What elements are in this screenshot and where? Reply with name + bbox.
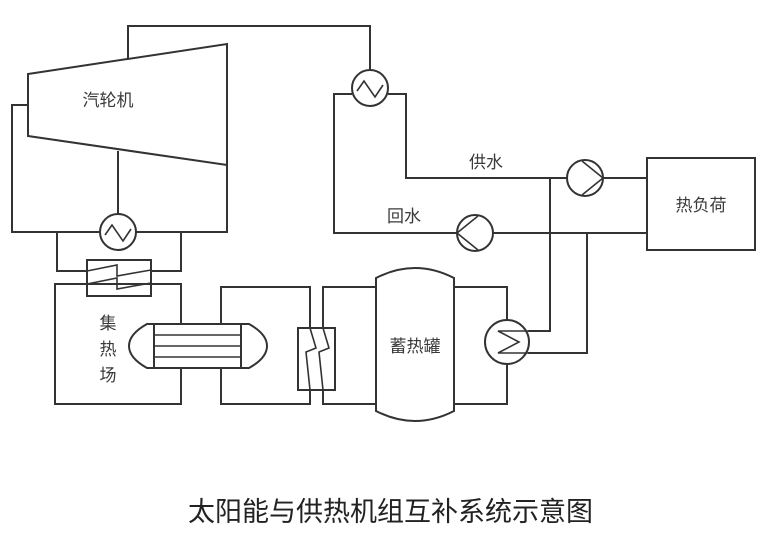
heater-zigzag-icon (356, 79, 384, 99)
supply-water-label: 供水 (469, 153, 503, 173)
return-pump (455, 214, 494, 252)
condenser-zigzag-icon (104, 223, 132, 243)
heat-load-box (646, 157, 756, 251)
figure-caption: 太阳能与供热机组互补系统示意图 (188, 497, 593, 528)
oil-loop-pipe (220, 286, 311, 328)
discharge-supply-pipe (528, 178, 551, 332)
solar-collector-field: 集 热 场 (54, 283, 182, 405)
hx1-upper-loop (56, 232, 87, 272)
steam-turbine: 汽轮机 (27, 42, 228, 167)
heat-load-label: 热负荷 (676, 196, 727, 216)
heater-supply-pipe (388, 93, 567, 179)
supply-pump (566, 159, 605, 197)
condenser-heat-exchanger (99, 213, 137, 251)
solar-field-label-3: 场 (100, 366, 117, 386)
tube-shell (127, 323, 269, 369)
tank-discharge-return-pipe (454, 364, 508, 405)
hx2-box (297, 327, 336, 391)
supply-pump-arrow-icon (581, 160, 605, 196)
oil-loop-return-pipe (220, 368, 311, 405)
heat-load: 热负荷 (646, 157, 756, 251)
hx1-zigzag-upper-icon (86, 264, 152, 277)
return-pump-arrow-icon (455, 215, 479, 251)
plate-heat-exchanger-1 (86, 259, 152, 297)
tank-charge-pipe (322, 286, 375, 328)
heater-return-pipe (333, 93, 457, 234)
turbine-label: 汽轮机 (83, 91, 134, 111)
collector-tube-exchanger (127, 323, 269, 369)
discharge-hx-circle (484, 319, 530, 365)
turbine-inlet-pipe (11, 104, 100, 233)
return-pump-circle (456, 214, 494, 252)
tank-discharge-pipe (454, 286, 508, 320)
discharge-return-pipe (528, 233, 588, 354)
solar-field-label-2: 热 (100, 340, 117, 360)
peak-heater (351, 69, 389, 107)
extraction-steam-pipe (127, 25, 371, 70)
condenser-circle (99, 213, 137, 251)
tank-shape (375, 267, 455, 422)
return-water-label: 回水 (387, 207, 421, 227)
plate-heat-exchanger-2 (297, 327, 336, 391)
tank-label: 蓄热罐 (390, 337, 441, 357)
hx1-upper-loop-right (151, 232, 182, 272)
turbine-outlet-pipe (136, 165, 228, 233)
hx1-box (86, 259, 152, 297)
discharge-hx-zigzag-icon (497, 330, 528, 354)
thermal-storage-tank: 蓄热罐 (375, 267, 455, 422)
hx2-zigzag-left-icon (305, 327, 317, 391)
heater-circle (351, 69, 389, 107)
hx2-zigzag-right-icon (318, 327, 330, 391)
discharge-heat-exchanger (484, 319, 530, 365)
solar-field-label-1: 集 (100, 314, 117, 334)
tank-charge-return-pipe (322, 390, 375, 405)
supply-pump-circle (566, 159, 604, 197)
